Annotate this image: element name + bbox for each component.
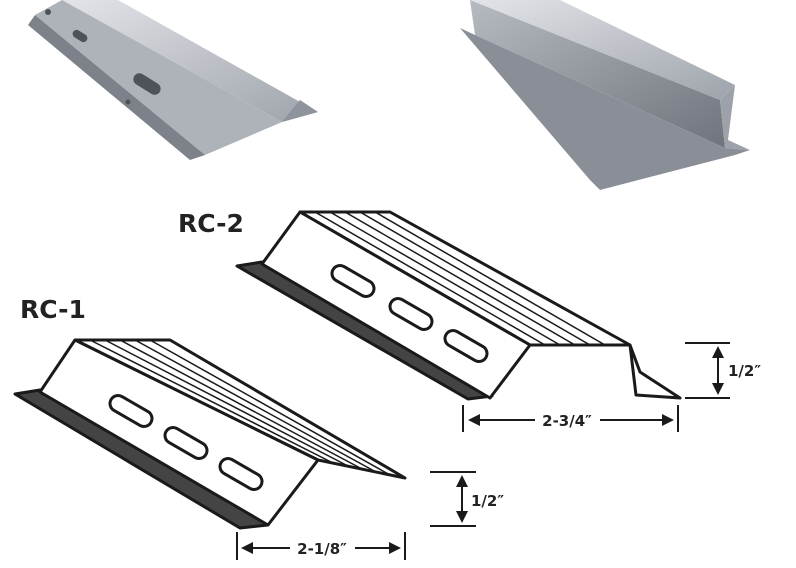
rc1-width-label: 2-1/8″ — [297, 540, 347, 558]
rc2-dimensions — [462, 342, 730, 432]
rc2-width-label: 2-3/4″ — [542, 412, 592, 430]
rc1-drawing — [13, 338, 407, 530]
rc2-photo — [460, 0, 750, 190]
rc1-photo — [28, 0, 318, 160]
rc1-dimensions — [236, 471, 476, 560]
rc2-drawing — [235, 210, 682, 401]
rc1-title: RC-1 — [20, 295, 86, 324]
rc1-height-label: 1/2″ — [471, 492, 504, 510]
rc2-height-label: 1/2″ — [728, 362, 761, 380]
rc2-title: RC-2 — [178, 209, 244, 238]
